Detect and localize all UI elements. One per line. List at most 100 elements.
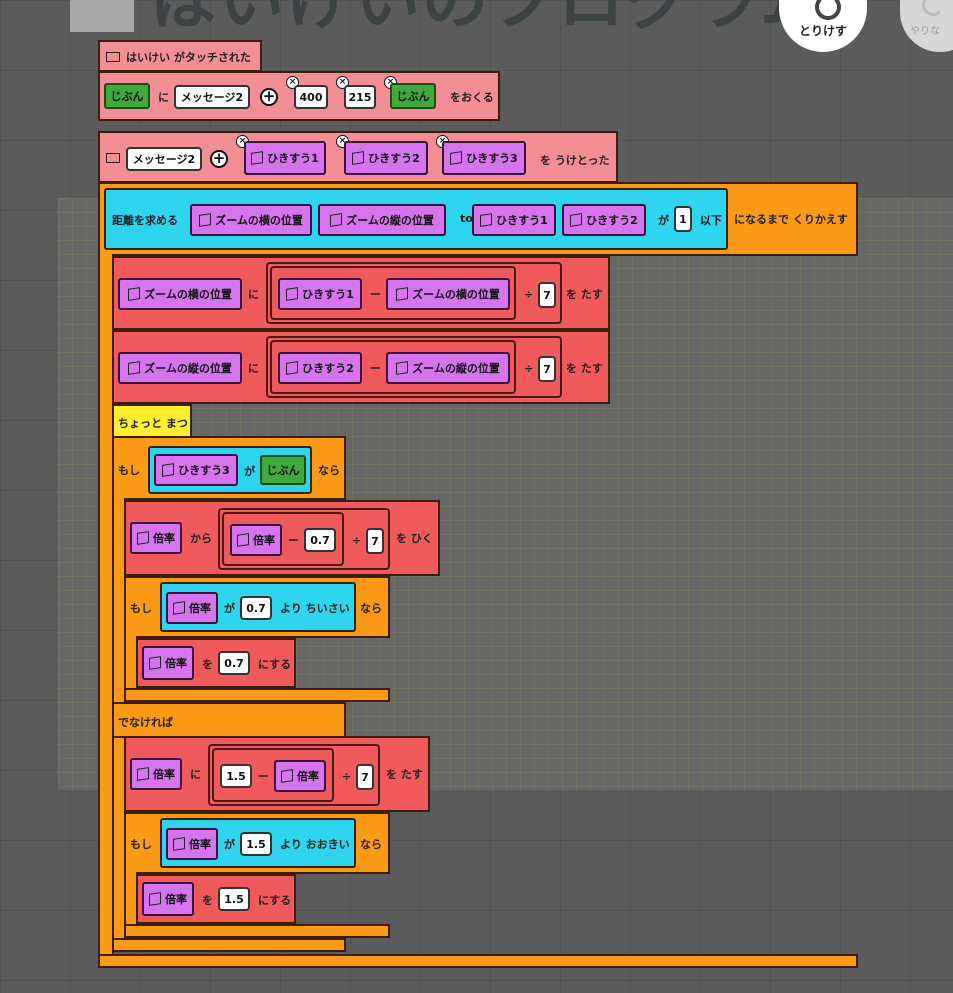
envelope-icon <box>106 153 120 163</box>
param-3-label: ひきすう3 <box>466 152 518 165</box>
param-2-chip[interactable]: ひきすう2 <box>344 141 428 175</box>
value-field[interactable]: 0.7 <box>240 596 272 620</box>
add-zoom-x-block[interactable]: ズームの横の位置 に ひきすう1 ー ズームの横の位置 ÷ 7 を たす <box>112 256 610 330</box>
cube-icon <box>173 837 185 851</box>
scale-var-chip[interactable]: 倍率 <box>230 524 282 556</box>
cube-icon <box>450 151 463 165</box>
send-suffix-label: をおくる <box>450 91 494 104</box>
add-argument-button[interactable]: + <box>260 88 278 106</box>
redo-icon <box>922 0 944 16</box>
scale-var-label: 倍率 <box>153 532 175 545</box>
zoom-x-var-chip[interactable]: ズームの横の位置 <box>386 278 510 310</box>
scale-var-chip[interactable]: 倍率 <box>142 882 194 916</box>
add-parameter-button[interactable]: + <box>210 150 228 168</box>
cube-icon <box>128 361 141 375</box>
if-bigger-block[interactable]: もし 倍率 が 1.5 より おおきい なら <box>124 812 390 874</box>
scale-var-label: 倍率 <box>153 768 175 781</box>
set-scale-small-block[interactable]: 倍率 を 0.7 にする <box>136 638 296 688</box>
bigger-label: より おおきい <box>280 838 350 851</box>
self-chip[interactable]: じぶん <box>260 455 306 485</box>
subtract-expression: 1.5 ー 倍率 <box>212 748 334 802</box>
distance-condition[interactable]: 距離を求める ズームの横の位置 ズームの縦の位置 to ひきすう1 ひきすう2 … <box>104 188 728 250</box>
zoom-y-var-chip[interactable]: ズームの縦の位置 <box>118 352 242 384</box>
stage-thumbnail[interactable] <box>70 0 134 32</box>
param-3-chip[interactable]: ひきすう3 <box>154 454 238 486</box>
less-than-condition[interactable]: 倍率 が 0.7 より ちいさい <box>160 582 356 632</box>
scale-var-chip[interactable]: 倍率 <box>274 760 326 792</box>
scale-var-label: 倍率 <box>165 657 187 670</box>
envelope-icon <box>106 52 120 62</box>
scale-var-chip[interactable]: 倍率 <box>130 758 182 790</box>
scale-var-chip[interactable]: 倍率 <box>142 646 194 680</box>
cube-icon <box>237 533 249 547</box>
param-3-chip[interactable]: ひきすう3 <box>442 141 526 175</box>
page-title: はいけいのプログラム <box>150 0 829 39</box>
receive-message-select[interactable]: メッセージ2 <box>126 147 202 171</box>
repeat-param-1-label: ひきすう1 <box>496 214 548 227</box>
moshi-label: もし <box>130 602 152 615</box>
arg-3-self-chip[interactable]: じぶん <box>390 83 436 109</box>
subtract-scale-block[interactable]: 倍率 から 倍率 ー 0.7 ÷ 7 を ひく <box>124 500 440 576</box>
repeat-param-1-chip[interactable]: ひきすう1 <box>472 204 556 236</box>
scale-var-label: 倍率 <box>297 770 319 783</box>
param-2-chip[interactable]: ひきすう2 <box>278 352 362 384</box>
zoom-x-label: ズームの横の位置 <box>215 214 303 227</box>
cube-icon <box>286 287 299 301</box>
cube-icon <box>352 151 365 165</box>
if-else-block[interactable]: もし ひきすう3 が じぶん なら <box>112 436 346 500</box>
ga-label: が <box>224 602 235 615</box>
scale-var-chip[interactable]: 倍率 <box>130 522 182 554</box>
cube-icon <box>137 767 149 781</box>
divisor-field[interactable]: 7 <box>366 528 384 554</box>
divisor-field[interactable]: 7 <box>356 764 374 790</box>
target-self-chip[interactable]: じぶん <box>104 83 150 109</box>
zoom-y-var-chip[interactable]: ズームの縦の位置 <box>386 352 510 384</box>
message-select[interactable]: メッセージ2 <box>174 85 250 109</box>
value-field[interactable]: 0.7 <box>218 651 250 675</box>
cube-icon <box>480 213 493 227</box>
scale-var-label: 倍率 <box>189 602 211 615</box>
value-field[interactable]: 1.5 <box>220 764 252 788</box>
send-message-block[interactable]: じぶん に メッセージ2 + × 400 × 215 × じぶん をおくる <box>98 71 500 121</box>
ni-label: に <box>158 91 169 104</box>
minus-operator: ー <box>288 534 299 547</box>
scale-var-chip[interactable]: 倍率 <box>166 592 218 624</box>
add-zoom-y-block[interactable]: ズームの縦の位置 に ひきすう2 ー ズームの縦の位置 ÷ 7 を たす <box>112 330 610 404</box>
zoom-x-var-chip[interactable]: ズームの横の位置 <box>118 278 242 310</box>
divisor-field[interactable]: 7 <box>538 282 556 308</box>
set-scale-big-block[interactable]: 倍率 を 1.5 にする <box>136 874 296 924</box>
redo-label: やりな <box>910 26 940 37</box>
compare-condition[interactable]: ひきすう3 が じぶん <box>148 446 312 494</box>
set-suffix-label: にする <box>258 894 292 907</box>
value-field[interactable]: 1.5 <box>218 887 250 911</box>
arg-1-field[interactable]: 400 <box>294 85 328 109</box>
receive-message-block[interactable]: メッセージ2 + × ひきすう1 × ひきすう2 × ひきすう3 を うけとった <box>98 131 618 183</box>
ga-label: が <box>244 465 255 478</box>
wait-block[interactable]: ちょっと まつ <box>112 404 192 438</box>
ga-label: が <box>658 214 669 227</box>
param-1-chip[interactable]: ひきすう1 <box>244 141 326 175</box>
cube-icon <box>396 361 409 375</box>
scale-var-chip[interactable]: 倍率 <box>166 828 218 860</box>
value-field[interactable]: 0.7 <box>304 528 336 552</box>
else-label: でなければ <box>118 716 173 729</box>
param-1-chip[interactable]: ひきすう1 <box>278 278 362 310</box>
arg-2-field[interactable]: 215 <box>344 85 376 109</box>
cube-icon <box>149 892 161 906</box>
cube-icon <box>396 287 409 301</box>
when-touched-event-block[interactable]: はいけい がタッチされた <box>98 40 262 72</box>
cube-icon <box>128 287 141 301</box>
zoom-x-chip[interactable]: ズームの横の位置 <box>190 204 312 236</box>
value-field[interactable]: 1.5 <box>240 832 272 856</box>
zoom-y-chip[interactable]: ズームの縦の位置 <box>318 204 446 236</box>
greater-than-condition[interactable]: 倍率 が 1.5 より おおきい <box>160 818 356 868</box>
add-scale-block[interactable]: 倍率 に 1.5 ー 倍率 ÷ 7 を たす <box>124 736 430 812</box>
if-smaller-block[interactable]: もし 倍率 が 0.7 より ちいさい なら <box>124 576 390 638</box>
divisor-field[interactable]: 7 <box>538 356 556 382</box>
repeat-param-2-chip[interactable]: ひきすう2 <box>562 204 646 236</box>
repeat-until-block[interactable]: 距離を求める ズームの横の位置 ズームの縦の位置 to ひきすう1 ひきすう2 … <box>98 182 858 256</box>
ni-label: に <box>248 362 259 375</box>
cube-icon <box>281 769 293 783</box>
threshold-field[interactable]: 1 <box>674 206 692 232</box>
